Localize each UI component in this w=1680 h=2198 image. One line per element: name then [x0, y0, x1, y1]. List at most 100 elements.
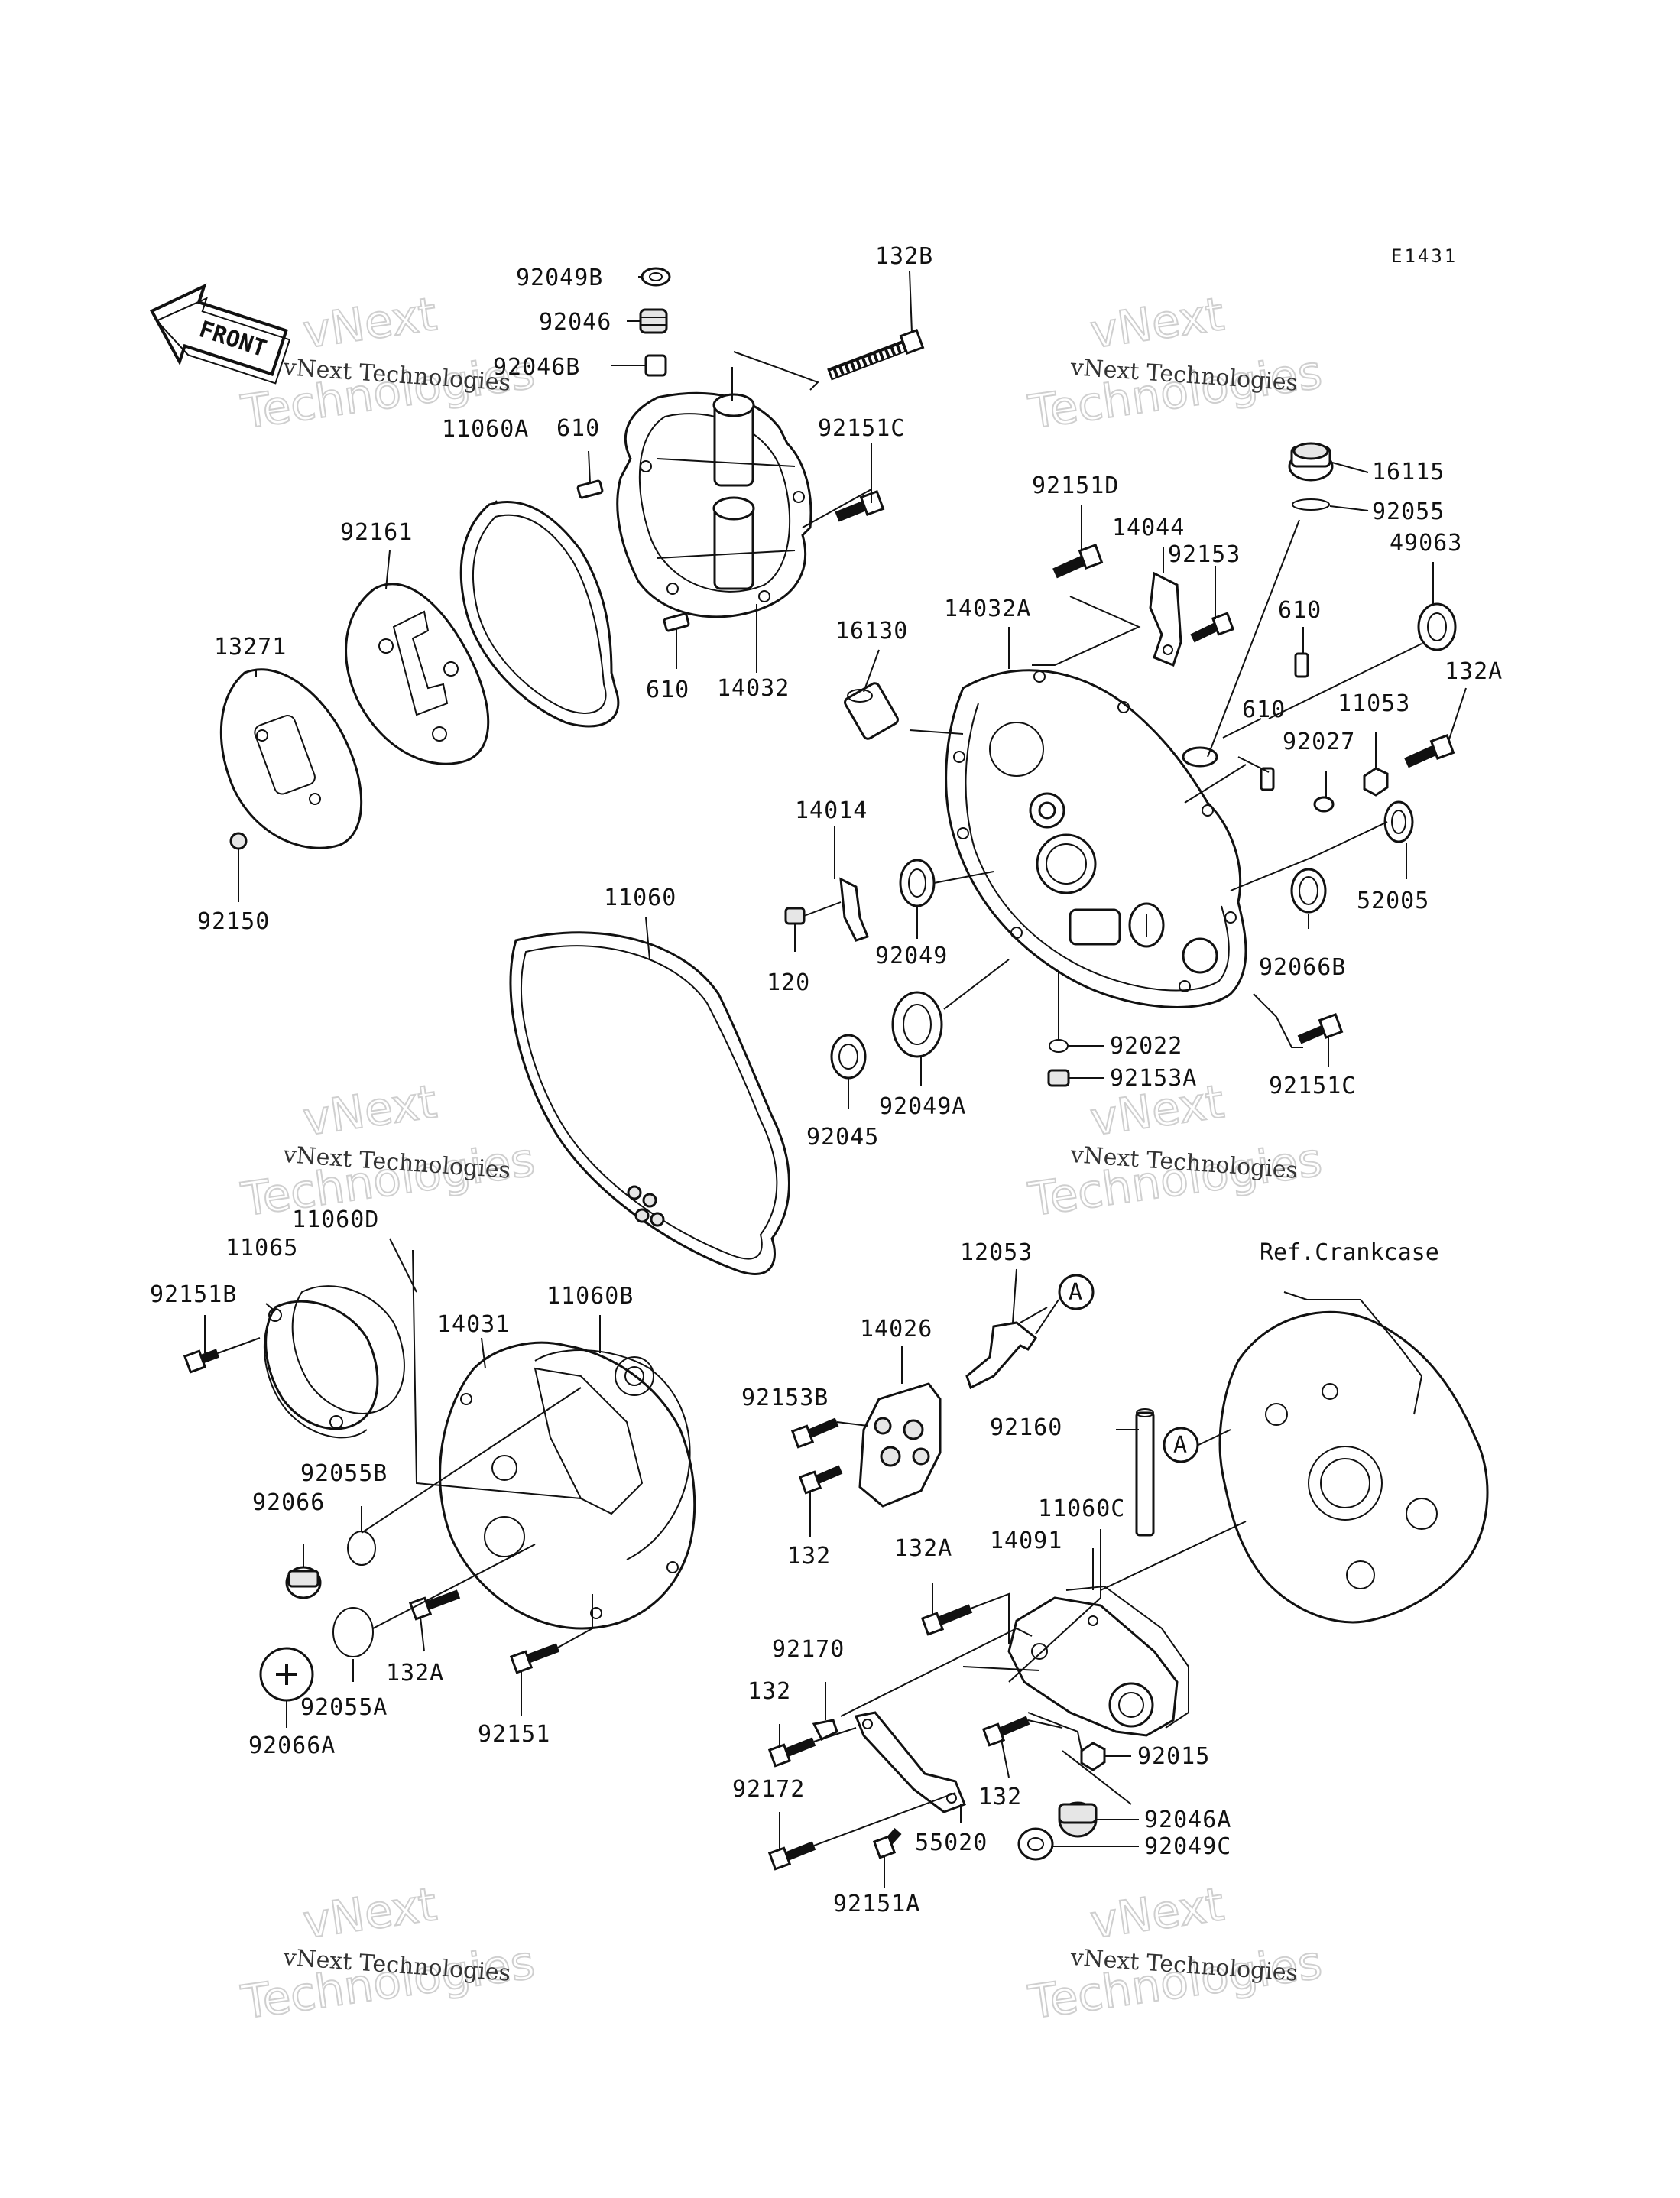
part-132-bolt-a: [798, 1465, 843, 1495]
part-92153B-bolt: [790, 1417, 839, 1449]
label-14026: 14026: [860, 1316, 932, 1343]
part-92151B-bolt: [183, 1349, 220, 1374]
part-92066B-plug: [1290, 868, 1327, 914]
part-132-bolt-b: [767, 1737, 816, 1768]
label-11060C: 11060C: [1038, 1495, 1125, 1522]
label-14044: 14044: [1112, 515, 1185, 541]
svg-text:vNext: vNext: [1087, 1878, 1227, 1950]
label-610-b: 610: [646, 677, 689, 703]
label-92015: 92015: [1137, 1743, 1210, 1770]
label-14091: 14091: [990, 1528, 1062, 1554]
part-92049-seal: [899, 859, 936, 907]
label-13271: 13271: [214, 634, 287, 661]
part-14031-generator-cover: [439, 1341, 696, 1630]
label-92172: 92172: [732, 1776, 805, 1803]
part-92172-bolt: [767, 1841, 816, 1871]
part-14026-sprocket-cover: [858, 1382, 942, 1508]
label-ref-crankcase: Ref.Crankcase: [1260, 1239, 1439, 1266]
part-132B-bolt: [827, 329, 925, 381]
label-92160: 92160: [990, 1414, 1062, 1441]
part-92046A-bearing: [1058, 1801, 1098, 1838]
label-92150: 92150: [197, 908, 270, 935]
part-120-screw: [784, 907, 806, 925]
part-610-dowel-b: [663, 612, 690, 632]
part-92170-bracket: [812, 1719, 838, 1742]
part-11060C-gasket: [1065, 1585, 1189, 1729]
watermark-mid-left: vNext Technologies vNext Technologies: [237, 1074, 538, 1228]
part-49063-cap: [1417, 602, 1457, 651]
label-132-c: 132: [978, 1784, 1022, 1810]
svg-text:A: A: [1069, 1279, 1083, 1306]
label-92049A: 92049A: [879, 1093, 966, 1120]
label-92046B: 92046B: [493, 354, 580, 381]
part-92151A-bolt: [872, 1828, 902, 1859]
label-92049: 92049: [875, 943, 948, 969]
part-92046B-bushing: [644, 354, 667, 377]
label-92170: 92170: [772, 1636, 845, 1663]
label-92055: 92055: [1372, 498, 1445, 525]
part-92160-pin: [1135, 1408, 1155, 1537]
part-14014-lever: [839, 877, 869, 942]
watermark-top-right: vNext Technologies vNext Technologies: [1024, 287, 1325, 440]
svg-text:vNext: vNext: [300, 287, 439, 359]
callout-a-lower: A: [1163, 1427, 1199, 1463]
part-11060A-gasket: [459, 500, 620, 728]
label-12053: 12053: [960, 1239, 1033, 1266]
label-92151D: 92151D: [1032, 472, 1119, 499]
part-52005-seal: [1383, 800, 1414, 843]
part-92151-bolt: [509, 1643, 560, 1674]
part-14044-bracket: [1149, 571, 1182, 667]
label-92151C-a: 92151C: [818, 415, 905, 442]
label-92066B: 92066B: [1259, 954, 1346, 981]
watermark-bottom-right: vNext Technologies vNext Technologies: [1024, 1877, 1325, 2031]
label-92153B: 92153B: [741, 1385, 829, 1411]
part-92066-plug: [285, 1566, 322, 1599]
label-14031: 14031: [437, 1311, 510, 1338]
crankcase-reference: [1218, 1299, 1489, 1624]
part-13271-plate: [219, 668, 363, 849]
part-92022-washer: [1049, 1039, 1069, 1053]
label-92161: 92161: [340, 519, 413, 546]
label-92151C-b: 92151C: [1269, 1073, 1356, 1099]
label-92049B: 92049B: [516, 265, 603, 291]
label-92153: 92153: [1168, 541, 1241, 568]
watermark-bottom-left: vNext Technologies vNext Technologies: [237, 1877, 538, 2031]
label-92055A: 92055A: [300, 1694, 388, 1721]
label-92045: 92045: [806, 1124, 879, 1151]
part-610-dowel-c: [1294, 652, 1309, 678]
label-92055B: 92055B: [300, 1460, 388, 1487]
label-11065: 11065: [225, 1235, 298, 1261]
label-14032A: 14032A: [944, 596, 1031, 622]
part-92015-nut: [1080, 1742, 1106, 1771]
label-55020: 55020: [915, 1830, 988, 1856]
part-55020-guard: [854, 1711, 966, 1813]
part-12053-lever: [965, 1321, 1038, 1390]
part-132A-bolt-c: [920, 1604, 973, 1636]
part-92045-bearing: [830, 1034, 867, 1080]
label-92151A: 92151A: [833, 1891, 920, 1917]
label-11060A: 11060A: [442, 416, 529, 443]
part-11065-cover: [263, 1300, 379, 1439]
label-92046A: 92046A: [1144, 1807, 1231, 1833]
label-132A-c: 132A: [386, 1660, 444, 1687]
label-92066A: 92066A: [248, 1732, 336, 1759]
part-11060D-gasket: [291, 1285, 405, 1414]
part-92153A-bolt: [1047, 1069, 1070, 1087]
part-92055-oring: [1292, 498, 1330, 511]
label-11060D: 11060D: [292, 1206, 379, 1233]
part-11053-nut: [1363, 767, 1389, 797]
part-labels: 92049B 92046 92046B 132B 11060A 610 9215…: [150, 243, 1502, 1917]
label-92022: 92022: [1110, 1033, 1182, 1060]
part-132A-bolt-b: [408, 1589, 461, 1621]
label-92153A: 92153A: [1110, 1065, 1197, 1092]
label-52005: 52005: [1357, 888, 1429, 914]
label-92151: 92151: [478, 1721, 550, 1748]
part-92049A-seal: [891, 991, 943, 1058]
front-arrow-icon: FRONT: [149, 283, 291, 385]
label-92066: 92066: [252, 1489, 325, 1516]
part-92046-bearing: [639, 308, 668, 334]
label-16115: 16115: [1372, 459, 1445, 485]
label-610-c: 610: [1278, 597, 1322, 624]
callout-a-upper: A: [1058, 1274, 1095, 1310]
svg-text:A: A: [1173, 1432, 1188, 1459]
